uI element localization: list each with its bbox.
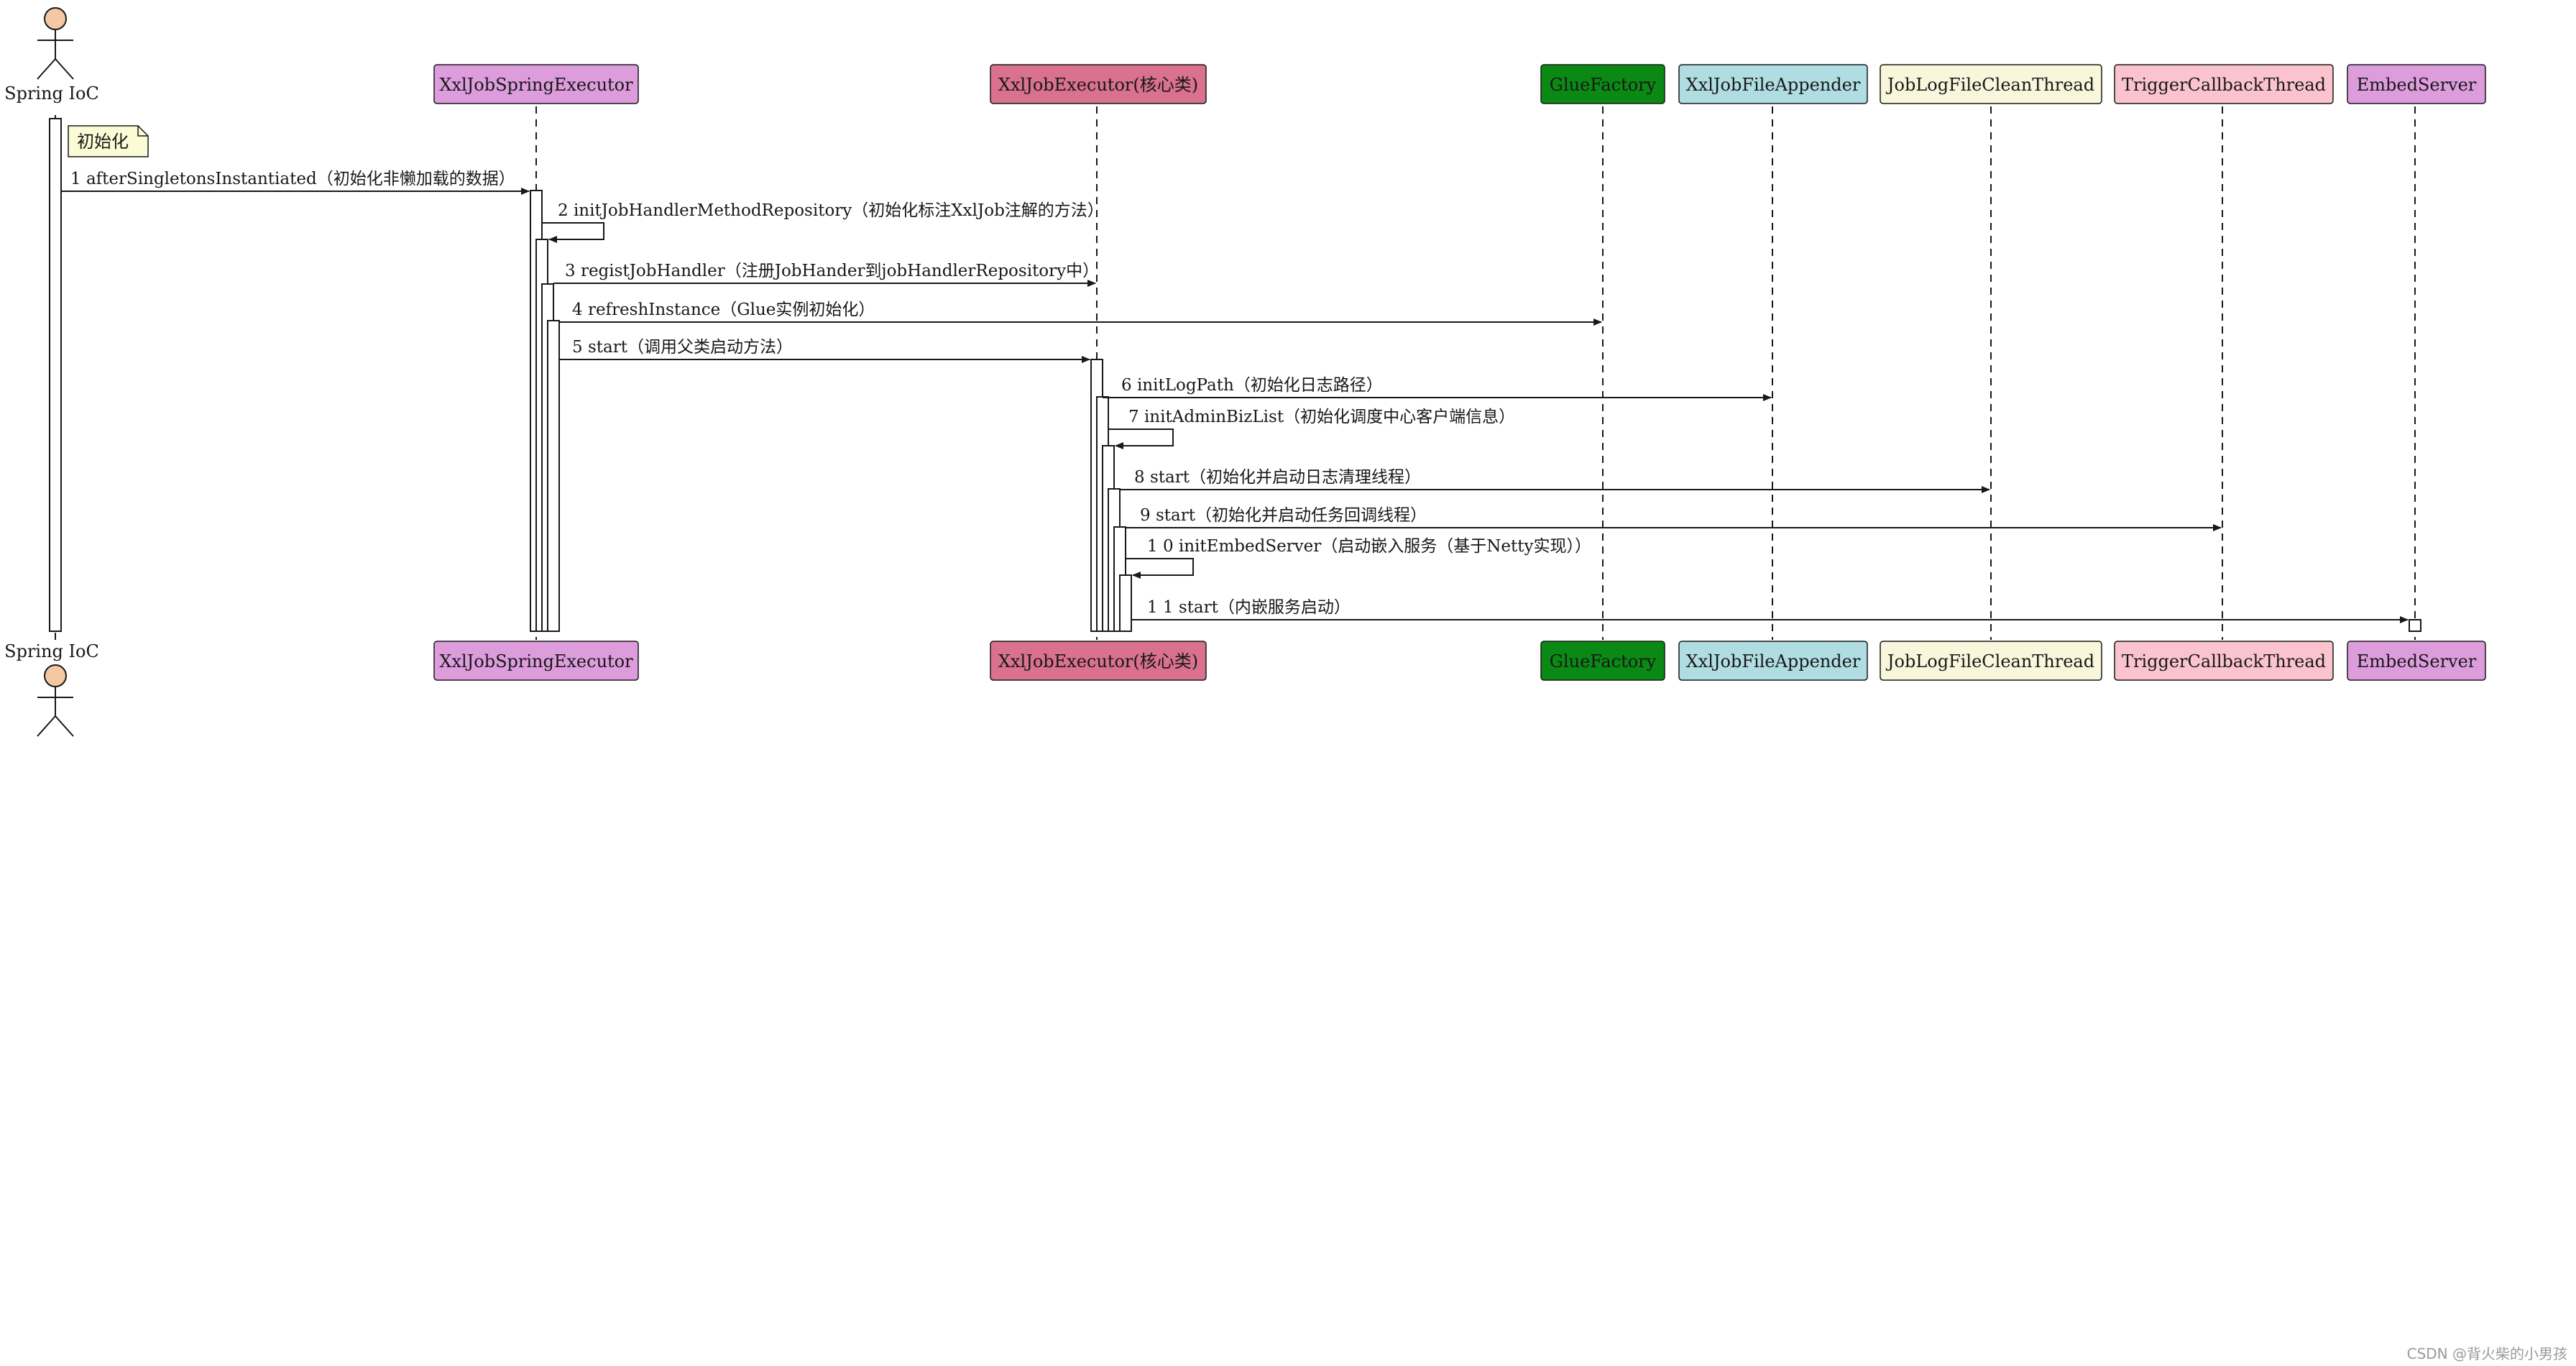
activation-bar	[49, 118, 62, 632]
participant-box	[1678, 641, 1868, 681]
participants-bottom: XxlJobSpringExecutor XxlJobExecutor(核心类)…	[433, 641, 2486, 681]
participant-gluefactory: GlueFactory	[1540, 64, 1665, 104]
participant-label: JobLogFileCleanThread	[1885, 75, 2094, 95]
message-label: 3 registJobHandler（注册JobHander到jobHandle…	[565, 262, 1099, 280]
participant-box	[1678, 64, 1868, 104]
participant-label: TriggerCallbackThread	[2122, 75, 2326, 95]
message-6: 6 initLogPath（初始化日志路径）	[1103, 376, 1772, 401]
actor-label: Spring IoC	[4, 83, 99, 104]
message-7: 7 initAdminBizList（初始化调度中心客户端信息）	[1108, 408, 1515, 449]
participant-xxljobspringexecutor: XxlJobSpringExecutor	[433, 64, 639, 104]
participant-label: XxlJobExecutor(核心类)	[998, 651, 1198, 671]
participant-box	[990, 64, 1207, 104]
participant-label: XxlJobExecutor(核心类)	[998, 75, 1198, 95]
message-arrow	[1126, 558, 1194, 579]
message-11: 1 1 start（内嵌服务启动）	[1131, 598, 2409, 623]
participant-box	[1540, 64, 1665, 104]
message-3: 3 registJobHandler（注册JobHander到jobHandle…	[553, 262, 1099, 287]
participant-xxljobfileappender-bottom: XxlJobFileAppender	[1678, 641, 1868, 681]
message-10: 1 0 initEmbedServer（启动嵌入服务（基于Netty实现））	[1126, 537, 1591, 579]
actor-spring-ioc-top: Spring IoC	[4, 7, 99, 104]
participant-joblogfilecleanthread: JobLogFileCleanThread	[1880, 64, 2102, 104]
activation-bars	[49, 118, 2421, 632]
participant-box	[1880, 64, 2102, 104]
actor-spring-ioc-bottom: Spring IoC	[4, 641, 99, 737]
participant-box	[2347, 64, 2486, 104]
participant-xxljobexecutor-bottom: XxlJobExecutor(核心类)	[990, 641, 1207, 681]
note-text: 初始化	[77, 132, 129, 152]
message-label: 1 1 start（内嵌服务启动）	[1147, 598, 1351, 617]
message-9: 9 start（初始化并启动任务回调线程）	[1126, 506, 2222, 531]
message-5: 5 start（调用父类启动方法）	[559, 338, 1090, 363]
participant-label: XxlJobFileAppender	[1686, 75, 1861, 95]
participant-box	[1880, 641, 2102, 681]
participant-box	[2347, 641, 2486, 681]
participant-label: JobLogFileCleanThread	[1885, 651, 2094, 671]
participant-xxljobfileappender: XxlJobFileAppender	[1678, 64, 1868, 104]
message-4: 4 refreshInstance（Glue实例初始化）	[559, 301, 1602, 326]
message-arrow	[542, 222, 604, 243]
watermark: CSDN @背火柴的小男孩	[2407, 1345, 2567, 1362]
activation-bar	[547, 320, 560, 632]
message-label: 1 0 initEmbedServer（启动嵌入服务（基于Netty实现））	[1147, 537, 1591, 556]
message-label: 4 refreshInstance（Glue实例初始化）	[572, 301, 875, 319]
participant-gluefactory-bottom: GlueFactory	[1540, 641, 1665, 681]
participant-box	[990, 641, 1207, 681]
participant-embedserver: EmbedServer	[2347, 64, 2486, 104]
participant-label: EmbedServer	[2357, 651, 2477, 671]
participant-joblogfilecleanthread-bottom: JobLogFileCleanThread	[1880, 641, 2102, 681]
participant-label: XxlJobSpringExecutor	[439, 651, 633, 671]
message-label: 1 afterSingletonsInstantiated（初始化非懒加载的数据…	[70, 170, 515, 188]
participant-box	[2114, 64, 2334, 104]
actor-stick-figure-icon	[37, 664, 74, 737]
participant-box	[2114, 641, 2334, 681]
participant-xxljobspringexecutor-bottom: XxlJobSpringExecutor	[433, 641, 639, 681]
message-label: 8 start（初始化并启动日志清理线程）	[1134, 468, 1421, 487]
participant-label: GlueFactory	[1550, 75, 1657, 95]
message-label: 9 start（初始化并启动任务回调线程）	[1140, 506, 1427, 525]
participant-label: XxlJobSpringExecutor	[439, 75, 633, 95]
note-initialization: 初始化	[68, 125, 149, 157]
participant-box	[433, 641, 639, 681]
participant-label: XxlJobFileAppender	[1686, 651, 1861, 671]
participant-triggercallbackthread-bottom: TriggerCallbackThread	[2114, 641, 2334, 681]
messages: 1 afterSingletonsInstantiated（初始化非懒加载的数据…	[61, 170, 2409, 623]
message-label: 2 initJobHandlerMethodRepository（初始化标注Xx…	[558, 201, 1104, 220]
actor-label: Spring IoC	[4, 641, 99, 661]
message-label: 6 initLogPath（初始化日志路径）	[1121, 376, 1383, 395]
message-1: 1 afterSingletonsInstantiated（初始化非懒加载的数据…	[61, 170, 530, 195]
participant-embedserver-bottom: EmbedServer	[2347, 641, 2486, 681]
message-label: 7 initAdminBizList（初始化调度中心客户端信息）	[1128, 408, 1515, 426]
participant-box	[1540, 641, 1665, 681]
participant-label: EmbedServer	[2357, 75, 2477, 95]
note-fold	[137, 126, 148, 137]
message-arrow	[1108, 428, 1174, 449]
participant-triggercallbackthread: TriggerCallbackThread	[2114, 64, 2334, 104]
participant-box	[433, 64, 639, 104]
actor-stick-figure-icon	[37, 7, 74, 80]
message-8: 8 start（初始化并启动日志清理线程）	[1120, 468, 1990, 493]
activation-bar	[1119, 574, 1132, 632]
participants-top: XxlJobSpringExecutor XxlJobExecutor(核心类)…	[433, 64, 2486, 104]
participant-xxljobexecutor: XxlJobExecutor(核心类)	[990, 64, 1207, 104]
note-shape	[68, 125, 149, 157]
activation-bar	[2409, 619, 2421, 632]
message-2: 2 initJobHandlerMethodRepository（初始化标注Xx…	[542, 201, 1104, 243]
participant-label: TriggerCallbackThread	[2122, 651, 2326, 671]
message-label: 5 start（调用父类启动方法）	[572, 338, 793, 357]
participant-label: GlueFactory	[1550, 651, 1657, 671]
